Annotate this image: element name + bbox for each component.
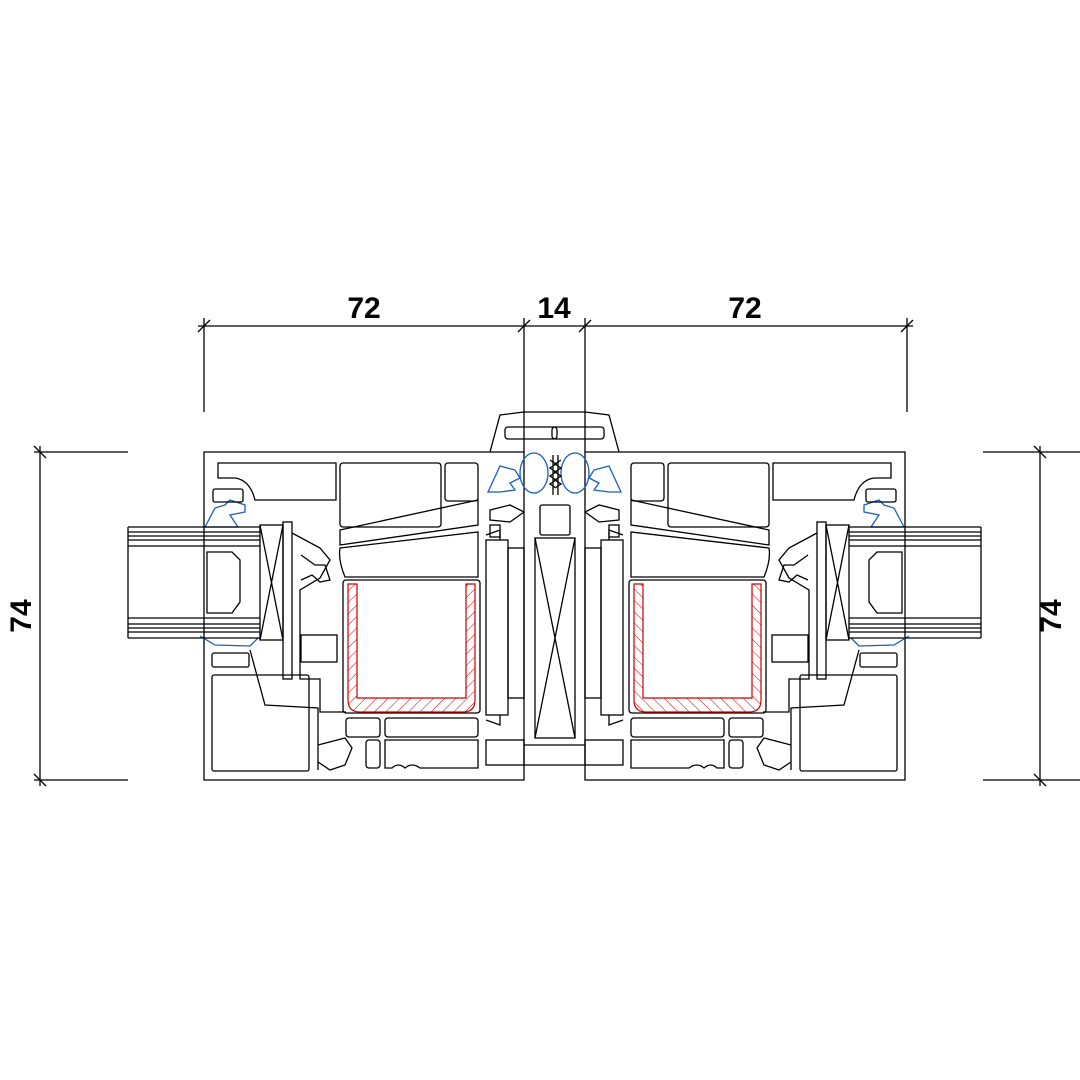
right-vertical-dimension bbox=[983, 445, 1080, 787]
dimension-right-height: 74 bbox=[1035, 599, 1068, 633]
left-profile bbox=[127, 411, 558, 781]
dimension-right-width: 72 bbox=[728, 292, 761, 325]
horizontal-dimension bbox=[197, 318, 914, 412]
left-vertical-dimension bbox=[33, 445, 128, 787]
center-mullion bbox=[524, 411, 585, 766]
dimension-left-width: 72 bbox=[347, 292, 380, 325]
right-profile bbox=[551, 411, 982, 781]
dimension-center-width: 14 bbox=[537, 292, 571, 325]
dimension-left-height: 74 bbox=[5, 599, 38, 633]
